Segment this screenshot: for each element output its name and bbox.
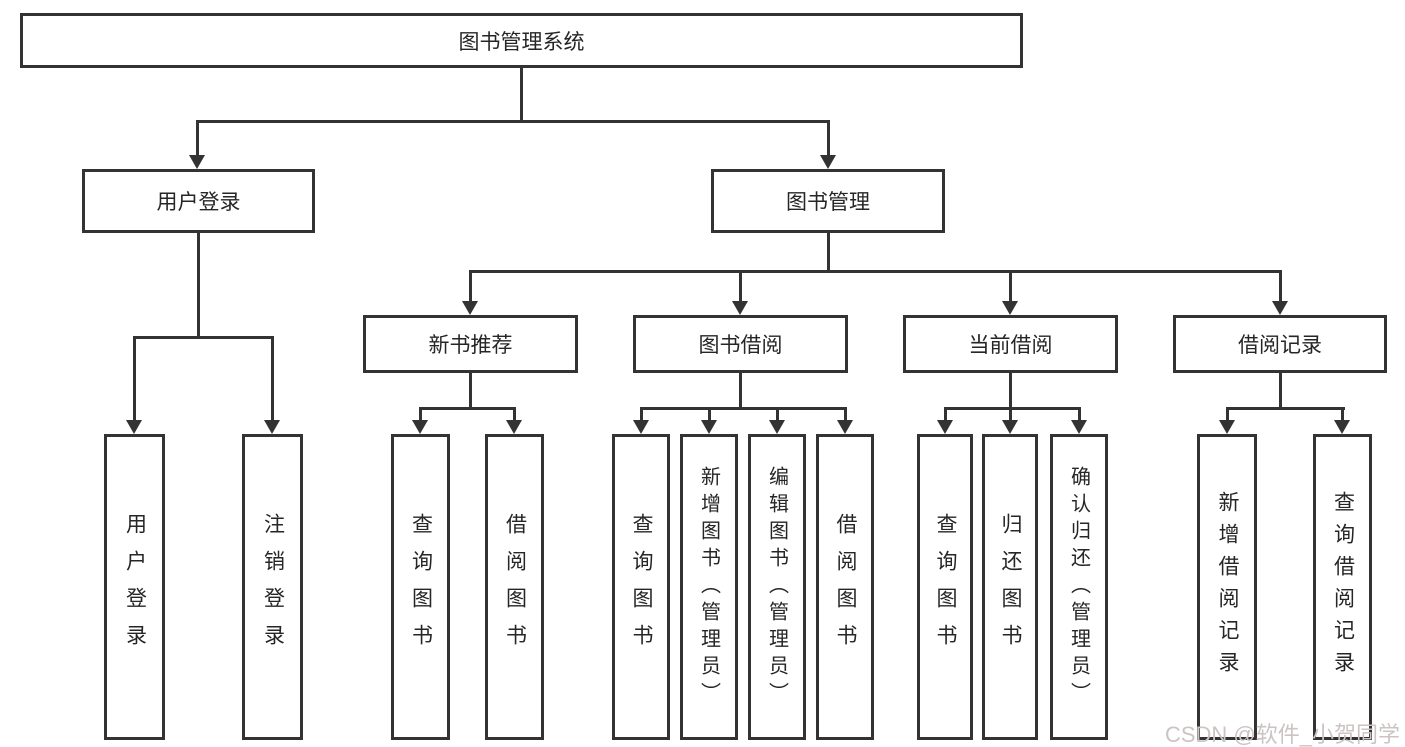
leaf-logout: 注销登录 [242,434,303,740]
leaf-current-confirm-return-admin: 确认归还（管理员） [1050,434,1108,740]
leaf-current-query: 查询图书 [917,434,973,740]
node-new-book-recommend: 新书推荐 [363,315,578,373]
leaf-borrow-add-admin: 新增图书（管理员） [680,434,738,740]
arrow-down-icon [732,301,748,315]
connector-to-l3 [469,270,472,301]
leaf-record-add: 新增借阅记录 [1197,434,1257,740]
connector-book-mgmt-stem [827,233,830,270]
connector-to-leaf [1078,407,1081,420]
arrow-down-icon [264,420,280,434]
leaf-borrow-query: 查询图书 [612,434,670,740]
connector-to-leaf [1226,407,1229,420]
arrow-down-icon [769,420,785,434]
arrow-down-icon [1334,420,1350,434]
connector-root-bar [196,120,830,123]
arrow-down-icon [1002,420,1018,434]
connector-to-l3 [1279,270,1282,301]
node-book-borrow: 图书借阅 [633,315,848,373]
connector-newbook-stem [469,373,472,407]
connector-to-leaf [640,407,643,420]
connector-to-leaf [1341,407,1344,420]
connector-borrowrecord-stem [1279,373,1282,407]
connector-to-leaf [708,407,711,420]
arrow-down-icon [506,420,522,434]
arrow-down-icon [837,420,853,434]
node-borrow-record: 借阅记录 [1173,315,1387,373]
leaf-newbook-borrow: 借阅图书 [485,434,544,740]
connector-to-l3 [739,270,742,301]
node-root-library-system: 图书管理系统 [20,13,1023,68]
arrow-down-icon [820,155,836,169]
leaf-borrow-borrow: 借阅图书 [816,434,874,740]
leaf-newbook-query: 查询图书 [391,434,450,740]
arrow-down-icon [462,301,478,315]
connector-to-leaf [776,407,779,420]
arrow-down-icon [701,420,717,434]
connector-bookborrow-stem [739,373,742,407]
node-book-management: 图书管理 [711,169,945,233]
connector-user-login-bar [133,336,274,339]
arrow-down-icon [126,420,142,434]
connector-to-leaf [419,407,422,420]
connector-to-leaf [271,336,274,420]
arrow-down-icon [412,420,428,434]
connector-root-to-book-management [827,120,830,155]
connector-book-mgmt-bar [469,270,1282,273]
leaf-current-return: 归还图书 [982,434,1038,740]
connector-to-leaf [944,407,947,420]
connector-root-stem [520,68,523,120]
leaf-record-query: 查询借阅记录 [1313,434,1372,740]
connector-to-leaf [513,407,516,420]
arrow-down-icon [1071,420,1087,434]
connector-user-login-stem [197,233,200,336]
arrow-down-icon [937,420,953,434]
arrow-down-icon [633,420,649,434]
node-current-borrow: 当前借阅 [903,315,1118,373]
connector-bookborrow-bar [640,407,846,410]
connector-newbook-bar [419,407,516,410]
connector-root-to-user-login [196,120,199,155]
connector-to-leaf [1009,407,1012,420]
leaf-borrow-edit-admin: 编辑图书（管理员） [748,434,806,740]
connector-currentborrow-bar [944,407,1081,410]
connector-borrowrecord-bar [1226,407,1345,410]
arrow-down-icon [1272,301,1288,315]
watermark: CSDN @软件_小贺同学 [1164,722,1400,747]
arrow-down-icon [189,155,205,169]
arrow-down-icon [1002,301,1018,315]
connector-currentborrow-stem [1009,373,1012,407]
leaf-user-login: 用户登录 [104,434,165,740]
connector-to-leaf [844,407,847,420]
arrow-down-icon [1219,420,1235,434]
connector-to-leaf [133,336,136,420]
connector-to-l3 [1009,270,1012,301]
node-user-login: 用户登录 [82,169,315,233]
